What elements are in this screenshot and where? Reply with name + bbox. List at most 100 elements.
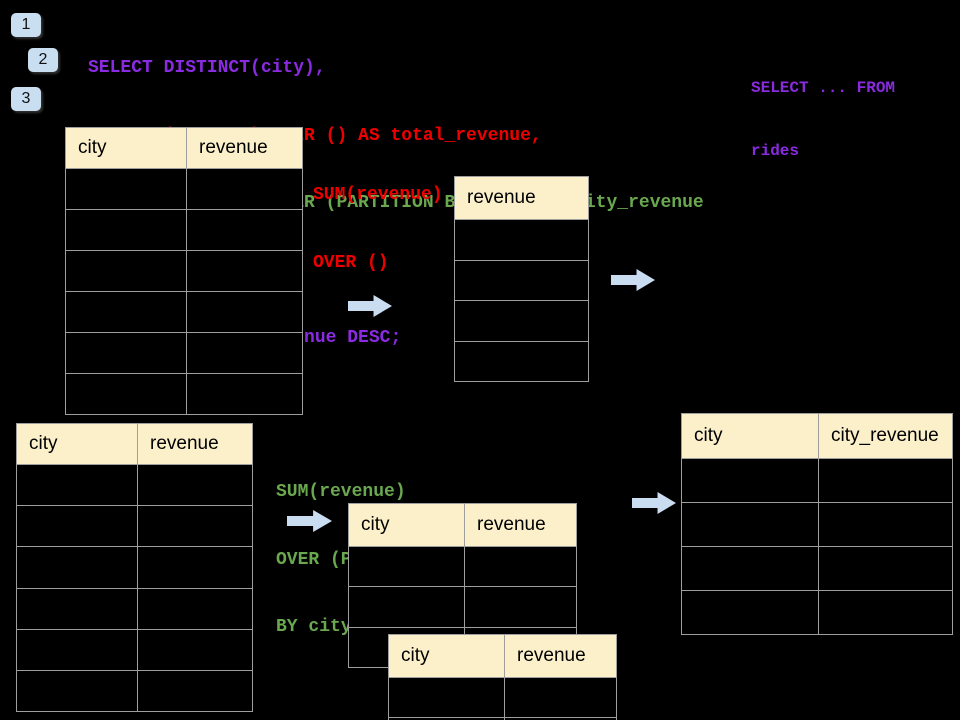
table-cell [455,301,588,341]
column-header-revenue: revenue [186,128,302,168]
table-cell [17,547,137,587]
step-badge-3-label: 3 [21,90,31,107]
table-cell [186,210,302,250]
column-header-revenue: revenue [464,504,576,546]
table-cell [682,591,818,634]
table-total-revenue-result: revenue [454,176,589,382]
table-row [66,250,302,291]
table-row [389,677,616,718]
table-row [66,209,302,250]
table-cell [137,506,252,547]
table-cell [137,547,252,588]
table-cell [17,506,137,546]
sql-side-line-2: rides [751,142,800,160]
table-header-row: city revenue [389,635,616,677]
table-cell [682,459,818,502]
table-cell [17,630,137,670]
table-cell [818,547,952,590]
table-row [682,458,952,502]
table-row [66,291,302,332]
table-row [17,464,252,506]
table-cell [17,671,137,711]
table-cell [137,670,252,712]
table-cell [818,591,952,634]
table-cell [17,465,137,505]
table-row [17,546,252,588]
step-badge-2-label: 2 [38,51,48,68]
table-row [349,546,576,587]
table-cell [349,547,464,586]
table-row [66,332,302,373]
table-cell [504,678,616,718]
table-row [17,505,252,547]
table-cell [464,547,576,587]
table-row [66,373,302,414]
table-cell [455,342,588,382]
table-cell [17,589,137,629]
table-header-row: city revenue [17,424,252,464]
table-cell [186,333,302,373]
table-cell [682,547,818,590]
table-cell [137,465,252,506]
table-cell [455,220,588,260]
table-source-top: city revenue [65,127,303,415]
table-cell [66,251,186,291]
flow-arrow-right-icon-4 [632,492,676,514]
sql-side-line-1: SELECT ... FROM [751,79,896,97]
step-badge-1-label: 1 [21,16,31,33]
table-row [682,590,952,634]
sql-line-select: SELECT DISTINCT(city), [88,58,326,78]
table-cell [389,678,504,717]
table-header-row: city revenue [349,504,576,546]
table-row [389,717,616,720]
table-cell [66,333,186,373]
step-badge-3: 3 [11,87,41,111]
table-row [455,219,588,260]
step-badge-1: 1 [11,13,41,37]
table-row [455,259,588,301]
table-cell [455,261,588,301]
table-cell [66,374,186,414]
annotation-partition-line-1: SUM(revenue) [276,482,406,502]
table-header-row: revenue [455,177,588,219]
table-cell [349,587,464,626]
table-row [349,586,576,627]
table-row [682,502,952,546]
column-header-city: city [78,137,107,158]
table-source-bottom: city revenue [16,423,253,712]
column-header-city-revenue: city_revenue [818,414,952,458]
column-header-revenue: revenue [137,424,252,464]
annotation-total-line-2: OVER () [313,252,389,273]
column-header-revenue: revenue [467,187,536,208]
column-header-city: city [361,514,390,535]
table-cell [66,292,186,332]
column-header-city: city [694,425,723,446]
table-cell [137,588,252,629]
table-city-revenue-result: city city_revenue [681,413,953,635]
table-cell [186,169,302,209]
step-badge-2: 2 [28,48,58,72]
table-cell [186,292,302,332]
column-header-city: city [401,645,430,666]
table-row [17,669,252,712]
table-cell [137,629,252,670]
table-row [682,546,952,590]
table-cell [186,374,302,414]
table-row [455,340,588,382]
sql-snippet-side: SELECT ... FROM rides [751,36,895,204]
annotation-total-line-1: SUM(revenue) [313,185,443,205]
table-cell [186,251,302,291]
table-header-row: city city_revenue [682,414,952,458]
table-cell [682,503,818,546]
annotation-total-revenue: SUM(revenue) OVER () [313,139,443,319]
table-row [66,168,302,209]
table-header-row: city revenue [66,128,302,168]
table-partition-step-overlay: city revenue [388,634,617,720]
table-cell [464,587,576,627]
table-row [17,587,252,629]
table-row [17,628,252,670]
table-cell [66,210,186,250]
table-cell [504,718,616,720]
table-cell [818,459,952,502]
